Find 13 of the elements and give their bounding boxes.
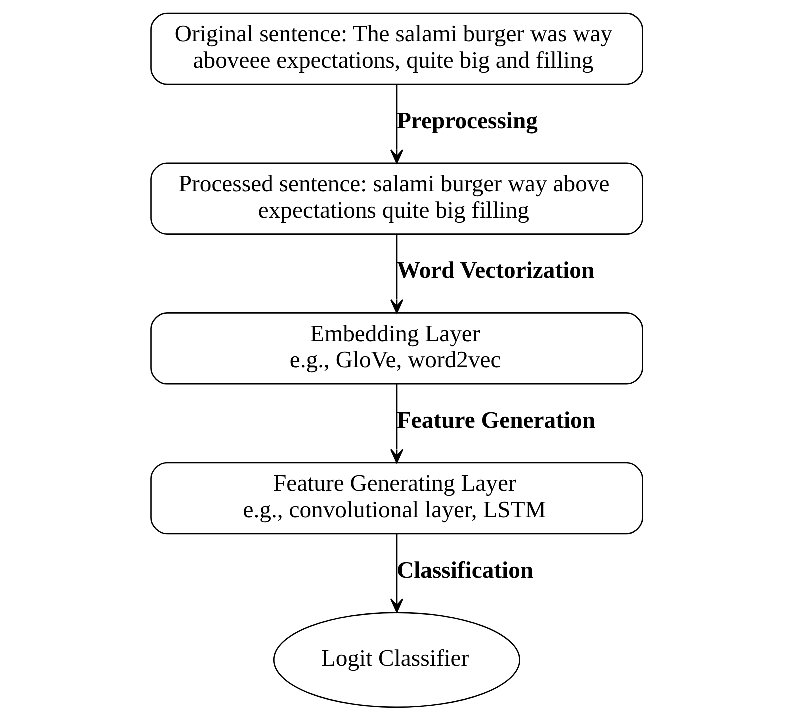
node-box: Embedding Layer e.g., GloVe, word2vec [150, 312, 644, 385]
arrow [390, 534, 404, 613]
edge-label: Word Vectorization [397, 258, 595, 284]
node-ellipse: Logit Classifier [273, 612, 521, 708]
node-box: Processed sentence: salami burger way above expectations quite big filling [150, 162, 644, 235]
edge-label: Preprocessing [397, 108, 538, 134]
node-box: Feature Generating Layer e.g., convolutional layer, LSTM [150, 462, 644, 535]
arrow [390, 234, 404, 314]
edge-label: Feature Generation [397, 408, 596, 434]
edge-label: Classification [397, 558, 534, 584]
node-box: Original sentence: The salami burger was way aboveee expectations, quite big and filling [150, 12, 644, 86]
arrow [390, 84, 404, 164]
arrow [390, 384, 404, 464]
